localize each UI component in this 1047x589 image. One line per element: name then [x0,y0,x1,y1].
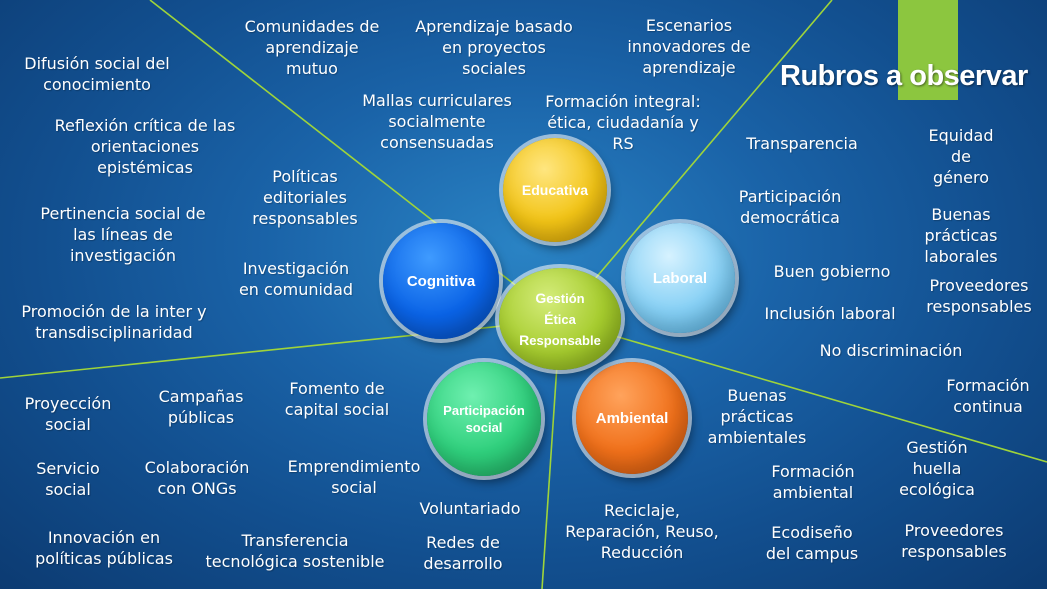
hub-cap-2: É [544,310,554,327]
educativa-item: Escenarios innovadores de aprendizaje [627,16,751,77]
laboral-label: Laboral [652,269,708,287]
participacion-item: Servicio social [36,459,100,499]
slide-title: Rubros a observar [780,60,1028,92]
cognitiva-label: Cognitiva [406,272,476,290]
laboral-item: Equidad de género [928,126,994,187]
laboral-item: Inclusión laboral [764,304,896,323]
hub-cap-3: R [519,331,530,348]
laboral-item: No discriminación [819,341,963,360]
hub-cap-1: G [535,289,547,306]
participacion-item: Fomento de capital social [284,379,390,419]
ray-right [559,319,1047,463]
laboral-item: Proveedores responsables [926,276,1032,316]
laboral-item: Transparencia [746,134,858,153]
gestion-etica-hub: Gestión Ética Responsable [499,268,621,370]
educativa-item: Aprendizaje basado en proyectos sociales [415,17,573,78]
hub-rest-1: estión [546,290,585,306]
cognitiva-item: Pertinencia social de las líneas de inve… [40,204,206,265]
laboral-item: Participación democrática [738,187,842,227]
participacion-item: Innovación en políticas públicas [35,528,173,568]
ambiental-item: Ecodiseño del campus [765,523,859,563]
ambiental-item: Buenas prácticas ambientales [707,386,807,447]
hub-line-2: Ética [544,309,576,330]
accent-bar [898,0,958,100]
hub-rest-2: tica [553,311,576,327]
participacion-circle: Participación social [427,362,541,476]
participacion-item: Campañas públicas [158,387,244,427]
laboral-circle: Laboral [625,223,735,333]
hub-rest-3: esponsable [529,332,601,348]
ambiental-item: Formación ambiental [771,462,855,502]
educativa-item: Comunidades de aprendizaje mutuo [244,17,380,78]
cognitiva-item: Reflexión crítica de las orientaciones e… [54,116,236,177]
laboral-item: Buen gobierno [773,262,891,281]
participacion-label: Participación social [443,403,525,435]
participacion-item: Colaboración con ONGs [144,458,250,498]
cognitiva-item: Promoción de la inter y transdisciplinar… [21,302,207,342]
participacion-item: Emprendimiento social [287,457,421,497]
cognitiva-item: Investigación en comunidad [238,259,354,299]
participacion-item: Redes de desarrollo [423,533,503,573]
laboral-item: Formación continua [946,376,1030,416]
ambiental-item: Proveedores responsables [901,521,1007,561]
educativa-item: Mallas curriculares socialmente consensu… [362,91,512,152]
educativa-item: Formación integral: ética, ciudadanía y … [545,92,701,153]
ambiental-label: Ambiental [595,409,669,427]
cognitiva-item: Políticas editoriales responsables [252,167,358,228]
educativa-label: Educativa [521,182,589,198]
hub-line-1: Gestión [535,288,584,309]
hub-line-3: Responsable [519,330,601,351]
educativa-circle: Educativa [503,138,607,242]
ambiental-item: Reciclaje, Reparación, Reuso, Reducción [565,501,719,562]
ambiental-circle: Ambiental [576,362,688,474]
participacion-item: Transferencia tecnológica sostenible [205,531,385,571]
laboral-item: Buenas prácticas laborales [924,205,998,266]
cognitiva-item: Difusión social del conocimiento [24,54,170,94]
ray-top-right [559,0,833,321]
ambiental-item: Gestión huella ecológica [899,438,975,499]
participacion-item: Proyección social [24,394,112,434]
participacion-item: Voluntariado [419,499,521,518]
cognitiva-circle: Cognitiva [383,223,499,339]
